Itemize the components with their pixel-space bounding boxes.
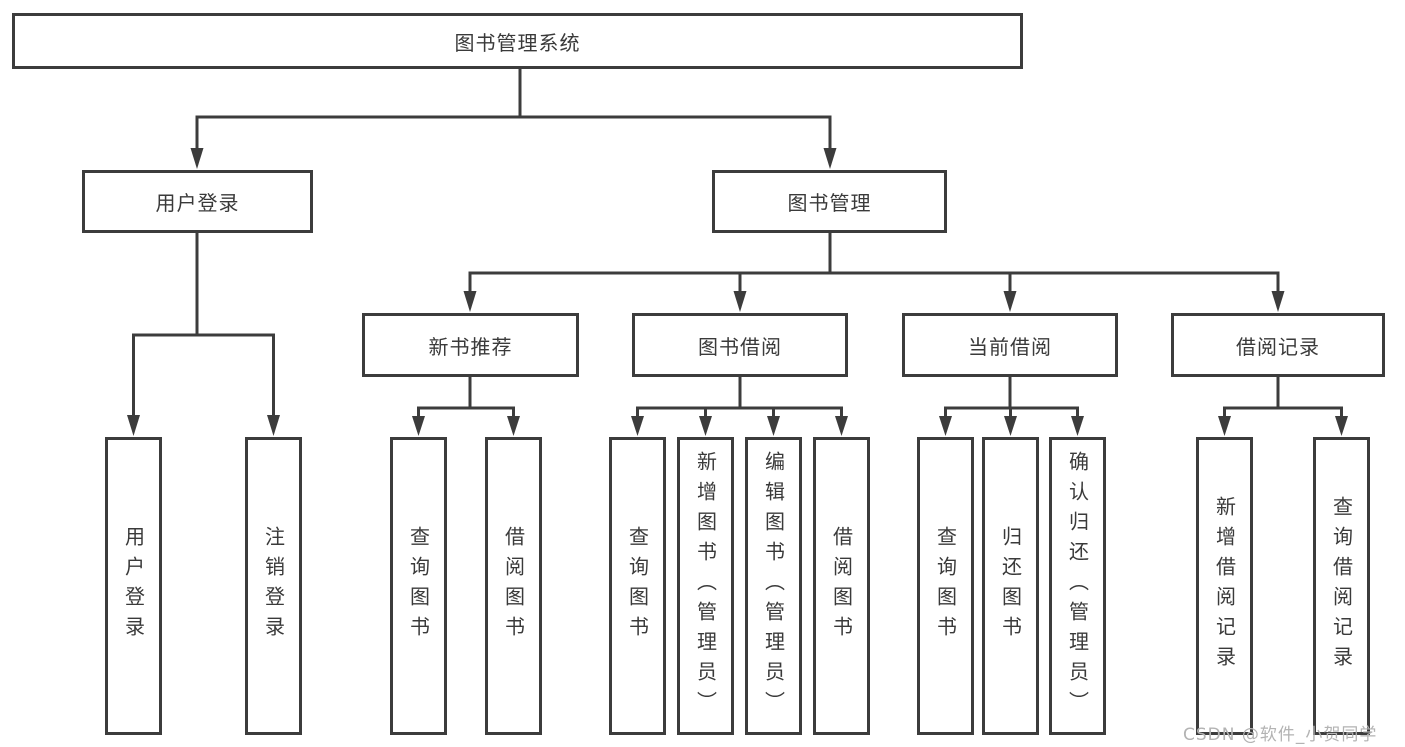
node-current-borrow-label: 当前借阅 (968, 334, 1052, 359)
leaf-query-book-2: 查询图书 (609, 437, 666, 735)
leaf-query-book-3: 查询图书 (917, 437, 974, 735)
leaf-user-login: 用户登录 (105, 437, 162, 735)
node-new-book-recommend: 新书推荐 (362, 313, 579, 377)
leaf-query-book-2-label: 查询图书 (625, 526, 650, 646)
leaf-return-book-label: 归还图书 (998, 526, 1023, 646)
node-user-login-label: 用户登录 (155, 191, 240, 215)
node-borrow-record-label: 借阅记录 (1236, 334, 1320, 359)
connector-root-to-level2 (190, 69, 837, 169)
leaf-query-book-3-label: 查询图书 (933, 526, 958, 646)
leaf-edit-book-admin-label: 编辑图书（管理员） (761, 451, 786, 721)
node-new-book-recommend-label: 新书推荐 (428, 334, 513, 359)
leaf-borrow-book-2-label: 借阅图书 (829, 526, 854, 646)
connector-book-borrow-to-leaves (631, 377, 848, 436)
node-book-management-label: 图书管理 (787, 191, 872, 215)
leaf-confirm-return-admin-label: 确认归还（管理员） (1065, 451, 1090, 721)
leaf-query-book-1: 查询图书 (390, 437, 447, 735)
leaf-logout-label: 注销登录 (261, 526, 286, 646)
node-root-system: 图书管理系统 (12, 13, 1023, 69)
leaf-query-borrow-record: 查询借阅记录 (1313, 437, 1370, 735)
connector-book-mgmt-to-level3 (463, 233, 1285, 312)
leaf-user-login-label: 用户登录 (121, 526, 146, 646)
connector-current-borrow-to-leaves (939, 377, 1084, 436)
node-book-borrow-label: 图书借阅 (698, 334, 782, 359)
leaf-add-borrow-record: 新增借阅记录 (1196, 437, 1253, 735)
leaf-borrow-book-2: 借阅图书 (813, 437, 870, 735)
leaf-add-borrow-record-label: 新增借阅记录 (1212, 496, 1237, 676)
csdn-watermark: CSDN @软件_小贺同学 (1183, 725, 1378, 745)
node-user-login: 用户登录 (82, 170, 313, 233)
leaf-confirm-return-admin: 确认归还（管理员） (1049, 437, 1106, 735)
node-current-borrow: 当前借阅 (902, 313, 1118, 377)
connector-new-book-to-leaves (412, 377, 520, 436)
connector-borrow-record-to-leaves (1218, 377, 1348, 436)
leaf-borrow-book-1: 借阅图书 (485, 437, 542, 735)
leaf-query-borrow-record-label: 查询借阅记录 (1329, 496, 1354, 676)
leaf-add-book-admin-label: 新增图书（管理员） (693, 451, 718, 721)
leaf-edit-book-admin: 编辑图书（管理员） (745, 437, 802, 735)
node-book-borrow: 图书借阅 (632, 313, 848, 377)
connector-user-login-to-leaves (127, 233, 280, 436)
leaf-query-book-1-label: 查询图书 (406, 526, 431, 646)
leaf-borrow-book-1-label: 借阅图书 (501, 526, 526, 646)
node-book-management: 图书管理 (712, 170, 947, 233)
leaf-return-book: 归还图书 (982, 437, 1039, 735)
leaf-logout: 注销登录 (245, 437, 302, 735)
leaf-add-book-admin: 新增图书（管理员） (677, 437, 734, 735)
node-borrow-record: 借阅记录 (1171, 313, 1385, 377)
node-root-label: 图书管理系统 (454, 30, 581, 55)
